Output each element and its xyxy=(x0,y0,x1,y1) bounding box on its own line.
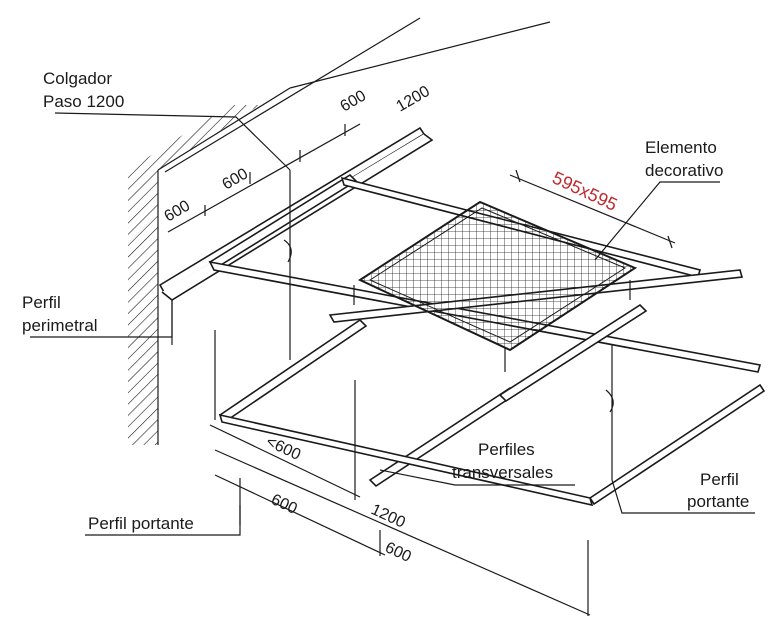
dim-bottom-600-b: 600 xyxy=(382,539,413,566)
label-elemento-1: Elemento xyxy=(645,138,717,157)
dim-top-600: 600 xyxy=(338,87,370,115)
dim-left-600-a: 600 xyxy=(220,165,252,193)
dim-top-1200: 1200 xyxy=(394,83,433,116)
label-perimetral-2: perimetral xyxy=(22,316,98,335)
hangers xyxy=(283,170,631,480)
label-transversales-2: transversales xyxy=(452,463,553,482)
dim-panel-size: 595x595 xyxy=(549,167,620,214)
dim-bottom-1200: 1200 xyxy=(368,501,408,531)
wall-hatching xyxy=(128,17,551,445)
label-perimetral-1: Perfil xyxy=(22,293,61,312)
leader-lines xyxy=(30,112,755,536)
label-portante-right-1: Perfil xyxy=(700,470,739,489)
label-portante-right-2: portante xyxy=(687,492,749,511)
label-elemento-2: decorativo xyxy=(645,161,723,180)
label-portante-left: Perfil portante xyxy=(88,514,194,533)
label-transversales-1: Perfiles xyxy=(478,440,535,459)
decorative-panel xyxy=(357,200,638,352)
cross-profiles xyxy=(218,303,766,507)
dim-left-600-b: 600 xyxy=(162,197,194,225)
label-colgador-1: Colgador xyxy=(43,69,112,88)
dim-bottom-600-a: 600 xyxy=(268,491,299,518)
label-colgador-2: Paso 1200 xyxy=(43,92,124,111)
